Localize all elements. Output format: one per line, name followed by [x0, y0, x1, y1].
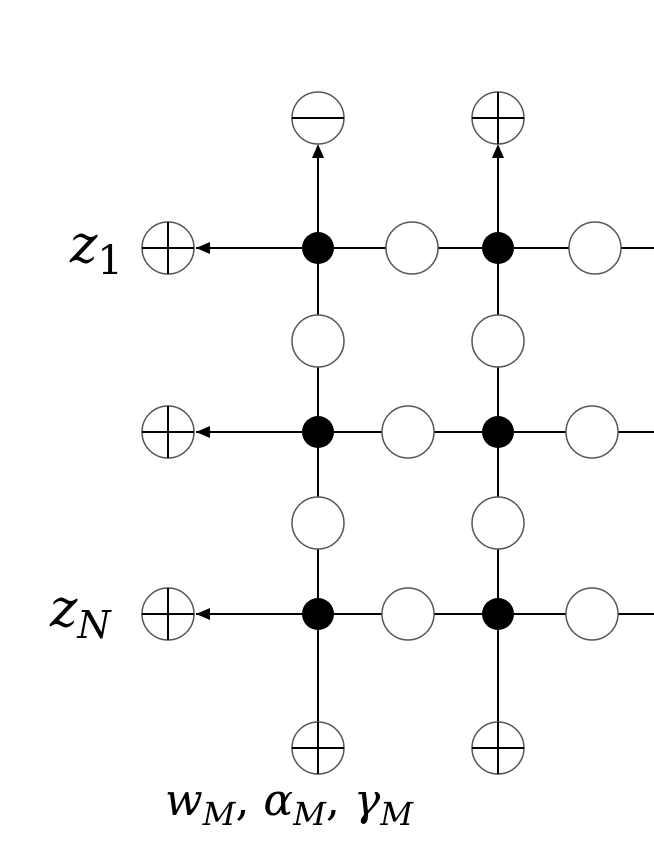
empty-circle	[568, 221, 622, 275]
empty-circle	[385, 221, 439, 275]
empty-circle	[565, 405, 619, 459]
empty-circle	[381, 405, 435, 459]
empty-circle	[381, 587, 435, 641]
empty-circle	[291, 496, 345, 550]
empty-circle	[471, 496, 525, 550]
empty-circle	[471, 314, 525, 368]
junction-dot	[302, 416, 334, 448]
empty-circle	[291, 314, 345, 368]
label-zN: zN	[49, 579, 112, 647]
label-z1: z1	[69, 215, 123, 284]
junction-dot	[482, 232, 514, 264]
junction-dot	[482, 416, 514, 448]
label-bottom-params: wM, αM, γM	[165, 775, 414, 833]
empty-circle	[565, 587, 619, 641]
junction-dot	[302, 232, 334, 264]
junction-dot	[482, 598, 514, 630]
nodes	[141, 91, 622, 775]
junction-dot	[302, 598, 334, 630]
